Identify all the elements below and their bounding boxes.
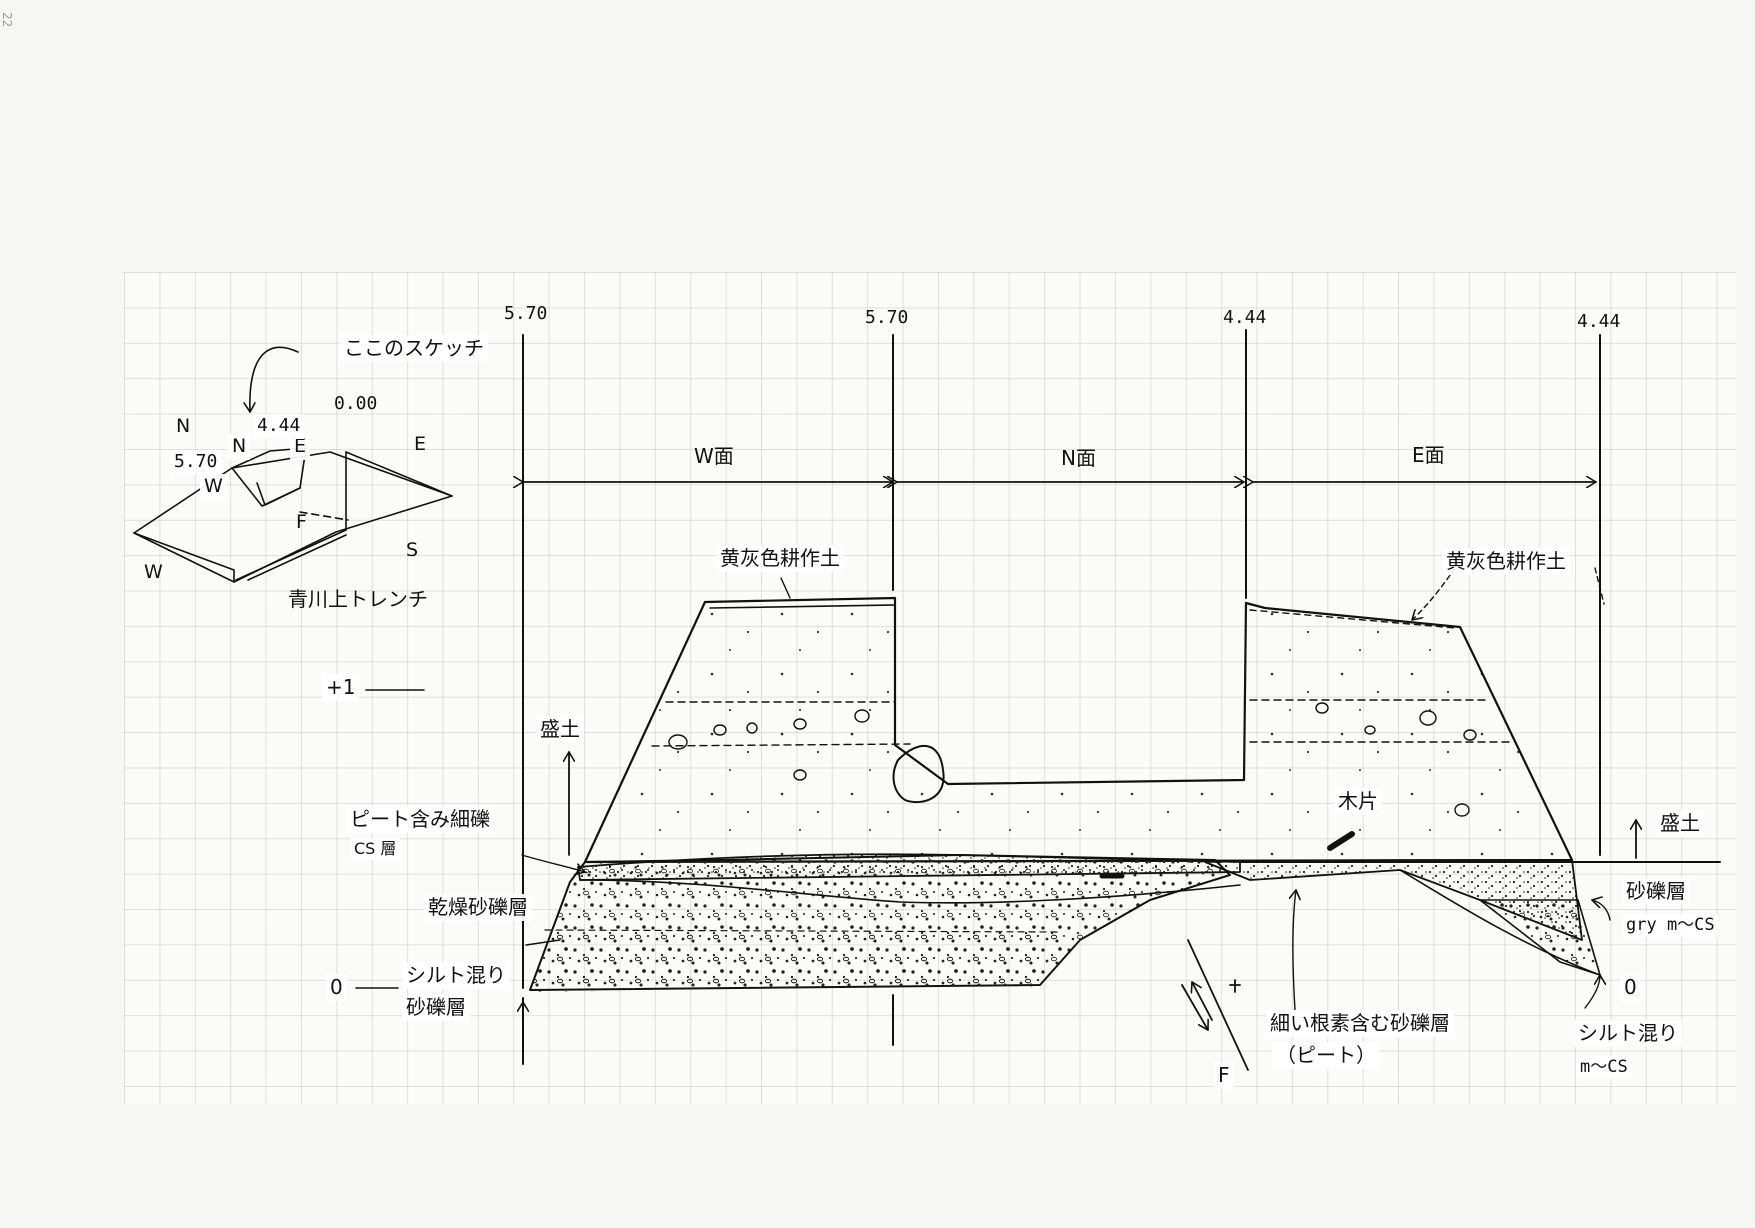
silt-right-label-1: シルト混り (1574, 1020, 1682, 1047)
elevation-w-left: 5.70 (504, 303, 548, 324)
elevation-w-right: 5.70 (865, 307, 909, 328)
datum-lines (522, 329, 1601, 1065)
yellow-gray-soil-e: 黄灰色耕作土 (1442, 548, 1570, 575)
yellow-gray-soil-w: 黄灰色耕作土 (716, 545, 844, 572)
inset-pit-north: N (228, 434, 251, 460)
wood-fragment (1327, 831, 1355, 851)
dry-gravel-label: 乾燥砂礫層 (424, 894, 532, 921)
scale-zero-left: 0 (326, 974, 347, 1001)
face-label-w: W面 (694, 444, 734, 468)
face-label-n: N面 (1061, 446, 1096, 470)
trench-inset-sketch (133, 346, 453, 583)
silt-gravel-label-2: 砂礫層 (402, 994, 470, 1021)
leader-arrows (521, 567, 1611, 1011)
gravel-layer-right-desc: gry m〜CS (1622, 914, 1719, 938)
inset-elev-a: 4.44 (253, 414, 305, 439)
root-gravel-label-2: （ピート） (1272, 1042, 1380, 1069)
scale-plus-one: +1 (322, 674, 360, 701)
silt-gravel-layer (530, 930, 1060, 992)
inset-west: W (144, 561, 163, 583)
fill-label-left: 盛土 (536, 716, 584, 743)
scale-zero-right: 0 (1620, 974, 1641, 1001)
inset-north: N (176, 415, 191, 437)
boulder (892, 744, 945, 804)
inset-east: E (414, 433, 427, 455)
wood-label: 木片 (1334, 788, 1382, 815)
inset-pit-west: W (200, 474, 227, 500)
upper-gravel-band (651, 699, 1511, 747)
peat-gravel-label: ピート含み細礫 (346, 806, 494, 833)
elevation-e-right: 4.44 (1577, 311, 1621, 332)
face-label-e: E面 (1412, 443, 1445, 467)
inset-fault: F (296, 511, 307, 533)
sketch-here-label: ここのスケッチ (340, 335, 488, 362)
fault-label: F (1214, 1062, 1234, 1089)
east-gravel-layer (1479, 899, 1601, 976)
silt-right-label-2: m〜CS (1576, 1056, 1632, 1080)
gravel-layer-right: 砂礫層 (1622, 878, 1690, 905)
fault-indicator (1181, 939, 1249, 1071)
fill-label-right: 盛土 (1656, 810, 1704, 837)
band-cobbles (668, 702, 1477, 817)
root-gravel-label-1: 細い根素含む砂礫層 (1266, 1010, 1454, 1037)
inset-south: S (406, 539, 419, 561)
trench-name: 青川上トレンチ (288, 587, 428, 611)
inset-zero-label: 0.00 (334, 393, 378, 414)
inset-pit-east: E (290, 434, 311, 460)
elevation-n-right: 4.44 (1223, 307, 1267, 328)
silt-gravel-label-1: シルト混り (402, 962, 510, 989)
upper-soil-layer (583, 596, 1574, 864)
inset-elev-b: 5.70 (170, 450, 222, 475)
cs-layer-label: CS 層 (350, 838, 401, 860)
